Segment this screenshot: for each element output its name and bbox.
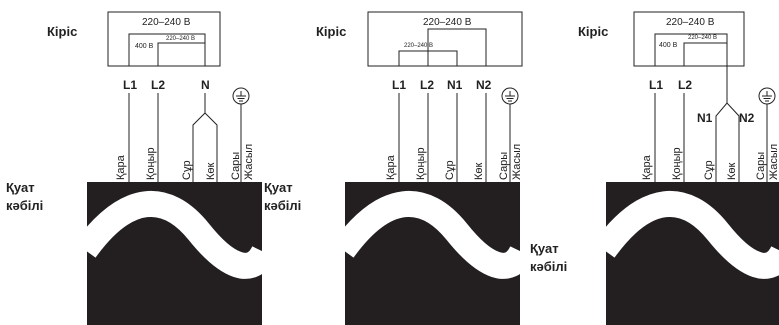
wire-brown: Қоңыр — [145, 147, 157, 180]
voltage-400-label: 400 В — [135, 43, 154, 50]
input-label: Кіріс — [578, 24, 608, 39]
power-cable-block — [343, 182, 522, 325]
voltage-400-label: 400 В — [659, 42, 678, 49]
terminal-n1: N1 — [447, 78, 463, 92]
panel-3: Кіріс 220–240 В 400 В 220–240 В L1 L2 N1… — [530, 11, 779, 325]
terminal-l2: L2 — [420, 78, 434, 92]
wire-green: Жасыл — [768, 144, 779, 180]
terminal-l1: L1 — [649, 78, 663, 92]
power-cable-block — [604, 182, 779, 325]
wire-blue: Көк — [473, 162, 485, 180]
wire-green: Жасыл — [511, 144, 523, 180]
panel-2: Кіріс 220–240 В 220–240 В L1 L2 N1 N2 Қа… — [264, 11, 523, 325]
wire-yellow: Сары — [498, 152, 510, 180]
supply-box — [633, 11, 745, 67]
terminal-l1: L1 — [392, 78, 406, 92]
power-cable-label-line1: Қуат — [530, 241, 559, 256]
wire-brown: Қоңыр — [415, 147, 427, 180]
supply-box — [107, 11, 221, 67]
supply-box — [367, 11, 523, 67]
power-cable-label-line2: кәбілі — [530, 259, 567, 274]
ground-icon — [232, 87, 250, 105]
wire-grey: Сұр — [444, 160, 456, 180]
wire-brown: Қоңыр — [671, 147, 683, 180]
power-cable-label-line2: кәбілі — [264, 198, 301, 213]
wire-blue: Көк — [205, 162, 217, 180]
ground-icon — [501, 87, 519, 105]
voltage-sub-label: 220–240 В — [404, 43, 433, 49]
panel-1: Кіріс 220–240 В 400 В 220–240 В L1 L2 N … — [6, 11, 264, 325]
wire-black: Қара — [641, 154, 653, 180]
terminal-l2: L2 — [151, 78, 165, 92]
power-cable-label-line1: Қуат — [6, 180, 35, 195]
power-cable-block — [85, 182, 264, 325]
terminal-l2: L2 — [678, 78, 692, 92]
wire-yellow: Сары — [230, 152, 242, 180]
input-label: Кіріс — [316, 24, 346, 39]
voltage-main-label: 220–240 В — [666, 17, 715, 28]
power-cable-label-line1: Қуат — [264, 180, 293, 195]
voltage-main-label: 220–240 В — [423, 17, 472, 28]
voltage-main-label: 220–240 В — [142, 17, 191, 28]
terminal-n2: N2 — [476, 78, 492, 92]
terminal-n: N — [201, 78, 210, 92]
voltage-sub-label: 220–240 В — [166, 36, 195, 42]
terminal-n1: N1 — [697, 111, 713, 125]
wire-yellow: Сары — [755, 152, 767, 180]
voltage-sub-label: 220–240 В — [688, 35, 717, 41]
terminal-l1: L1 — [123, 78, 137, 92]
wire-grey: Сұр — [703, 160, 715, 180]
wire-black: Қара — [115, 154, 127, 180]
wire-green: Жасыл — [243, 144, 255, 180]
input-label: Кіріс — [47, 24, 77, 39]
wire-grey: Сұр — [181, 160, 193, 180]
terminal-n2: N2 — [739, 111, 755, 125]
wire-blue: Көк — [726, 162, 738, 180]
power-cable-label-line2: кәбілі — [6, 198, 43, 213]
ground-icon — [758, 87, 776, 105]
wire-black: Қара — [385, 154, 397, 180]
